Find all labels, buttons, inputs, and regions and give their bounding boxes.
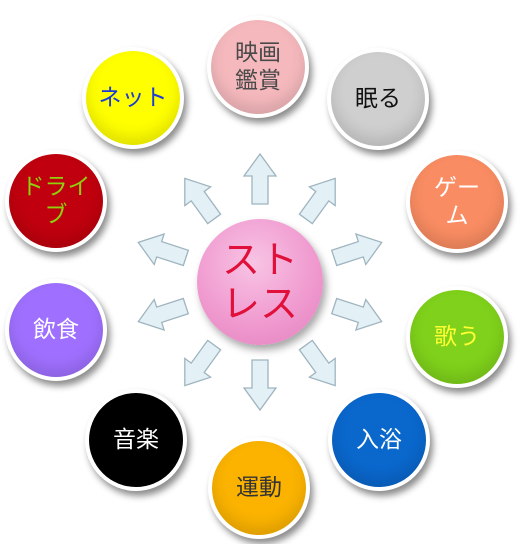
node-exercise: 運動: [208, 437, 310, 539]
arrow-to-bath: [298, 339, 336, 387]
node-label: ドライ ブ: [21, 174, 91, 228]
arrow-to-sing: [330, 297, 383, 332]
node-label: 入浴: [356, 427, 402, 453]
node-sleep: 眠る: [327, 48, 429, 150]
node-label: ネット: [98, 85, 168, 111]
arrow-to-net: [184, 177, 222, 225]
center-label: スト レス: [221, 238, 298, 326]
arrow-to-game: [330, 232, 383, 267]
arrow-to-music: [184, 339, 222, 387]
node-label: 映画 鑑賞: [235, 40, 281, 94]
arrow-to-eating: [137, 297, 190, 332]
node-music: 音楽: [85, 389, 187, 491]
node-label: 歌う: [434, 324, 480, 350]
node-movie: 映画 鑑賞: [207, 16, 309, 118]
arrow-to-drive: [137, 232, 190, 267]
node-label: 眠る: [355, 86, 401, 112]
node-label: 運動: [236, 475, 282, 501]
node-drive: ドライ ブ: [5, 150, 107, 252]
arrow-to-exercise: [242, 359, 278, 412]
node-label: 音楽: [113, 427, 159, 453]
node-eating: 飲食: [5, 279, 107, 381]
arrow-to-sleep: [298, 177, 336, 225]
center-node-stress: スト レス: [197, 219, 323, 345]
node-label: 飲食: [33, 317, 79, 343]
node-game: ゲー ム: [406, 151, 508, 253]
node-net: ネット: [82, 47, 184, 149]
node-bath: 入浴: [328, 389, 430, 491]
node-label: ゲー ム: [434, 175, 480, 229]
arrow-to-movie: [242, 152, 278, 205]
node-sing: 歌う: [406, 286, 508, 388]
